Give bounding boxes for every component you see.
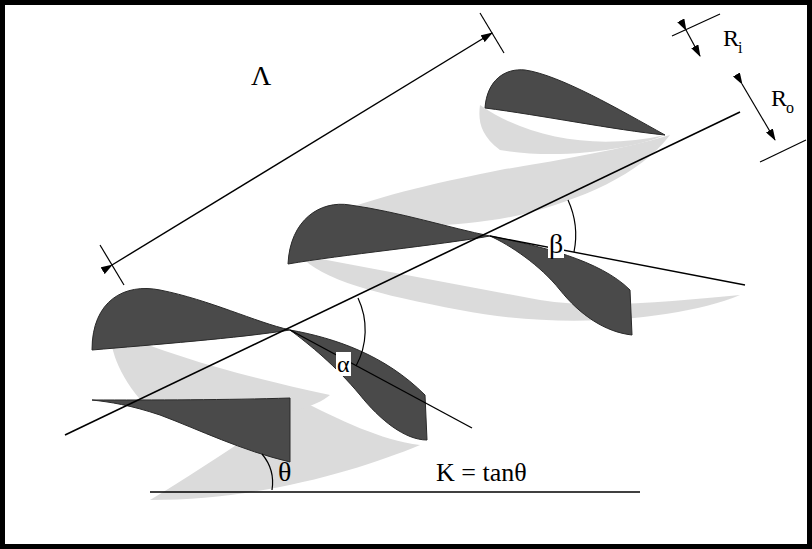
dimension-label: R [770, 86, 788, 110]
dimension-label: Λ [250, 62, 272, 90]
formula-label: K = tanθ [436, 460, 527, 486]
dimension-label: R [722, 26, 740, 50]
angle-label: θ [278, 458, 291, 486]
angle-label: α [336, 352, 351, 376]
angle-label: β [548, 230, 564, 258]
dimension-subscript: i [738, 40, 742, 56]
dimension-subscript: o [786, 100, 794, 116]
